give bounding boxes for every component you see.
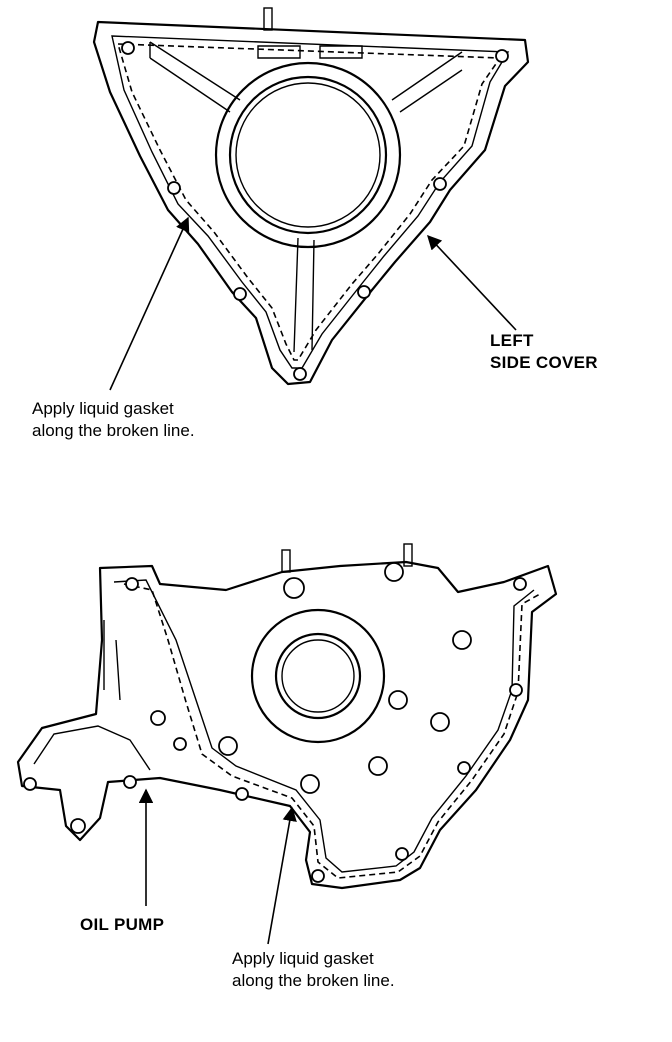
left-side-cover-label: LEFT SIDE COVER	[490, 330, 598, 374]
oil-pump-inner-outline	[113, 579, 535, 873]
pump-bolt-hole	[125, 577, 139, 591]
seal-housing-outer	[214, 61, 402, 249]
cover-top-bar	[257, 45, 363, 59]
gasket-instruction-bottom-line1: Apply liquid gasket	[232, 949, 374, 968]
oil-pump-drawing	[16, 543, 558, 945]
cover-bolt-hole	[357, 285, 371, 299]
rotor-bore	[281, 639, 355, 713]
cover-bolt-hole	[433, 177, 447, 191]
oil-pump-gasket-line	[123, 583, 541, 879]
pump-bolt-hole	[123, 775, 137, 789]
gasket-instruction-bottom: Apply liquid gasket along the broken lin…	[232, 948, 395, 992]
pump-bolt-hole	[218, 736, 238, 756]
pump-bolt-hole	[300, 774, 320, 794]
pump-bolt-hole	[388, 690, 408, 710]
cover-bolt-hole	[167, 181, 181, 195]
pump-bolt-hole	[311, 869, 325, 883]
gasket-instruction-bottom-line2: along the broken line.	[232, 971, 395, 990]
oil-pump-label-text: OIL PUMP	[80, 915, 165, 934]
oil-pump-label: OIL PUMP	[80, 914, 164, 936]
pump-bolt-hole	[150, 710, 166, 726]
pump-bolt-hole	[283, 577, 305, 599]
oil-pump-outline	[16, 560, 558, 890]
pump-bolt-hole	[430, 712, 450, 732]
cover-inner-outline	[111, 35, 510, 369]
pump-bolt-hole	[384, 562, 404, 582]
left-side-cover-label-line2: SIDE COVER	[490, 353, 598, 372]
gasket-bottom-leader	[267, 806, 297, 945]
cover-rib-right	[391, 51, 463, 113]
pump-top-stub	[281, 549, 291, 573]
gasket-top-leader	[109, 216, 190, 391]
pump-bolt-hole	[70, 818, 86, 834]
left-side-cover-leader	[427, 234, 517, 331]
pump-bolt-hole	[173, 737, 187, 751]
seal-bore	[235, 82, 381, 228]
pump-bolt-hole	[395, 847, 409, 861]
pump-bolt-hole	[368, 756, 388, 776]
cover-bolt-hole	[495, 49, 509, 63]
cover-rib-left	[149, 41, 241, 113]
cover-bolt-hole	[293, 367, 307, 381]
pump-bolt-hole	[235, 787, 249, 801]
gasket-instruction-top-line2: along the broken line.	[32, 421, 195, 440]
cover-rib-vertical	[293, 237, 315, 353]
pump-bolt-hole	[457, 761, 471, 775]
cover-bolt-hole	[121, 41, 135, 55]
oil-pump-left-pocket	[33, 725, 151, 771]
pump-top-stub	[403, 543, 413, 567]
left-side-cover-label-line1: LEFT	[490, 331, 534, 350]
left-side-cover-drawing	[92, 7, 530, 391]
pump-bolt-hole	[23, 777, 37, 791]
pump-bolt-hole	[513, 577, 527, 591]
gasket-instruction-top: Apply liquid gasket along the broken lin…	[32, 398, 195, 442]
rotor-housing-outer	[250, 608, 386, 744]
gasket-instruction-top-line1: Apply liquid gasket	[32, 399, 174, 418]
oil-pump-left-rib	[103, 620, 121, 701]
cover-top-stub	[263, 7, 273, 31]
cover-outline	[92, 20, 530, 386]
cover-bolt-hole	[233, 287, 247, 301]
pump-bolt-hole	[452, 630, 472, 650]
pump-bolt-hole	[509, 683, 523, 697]
seal-housing-inner	[228, 75, 388, 235]
rotor-housing-inner	[274, 632, 362, 720]
